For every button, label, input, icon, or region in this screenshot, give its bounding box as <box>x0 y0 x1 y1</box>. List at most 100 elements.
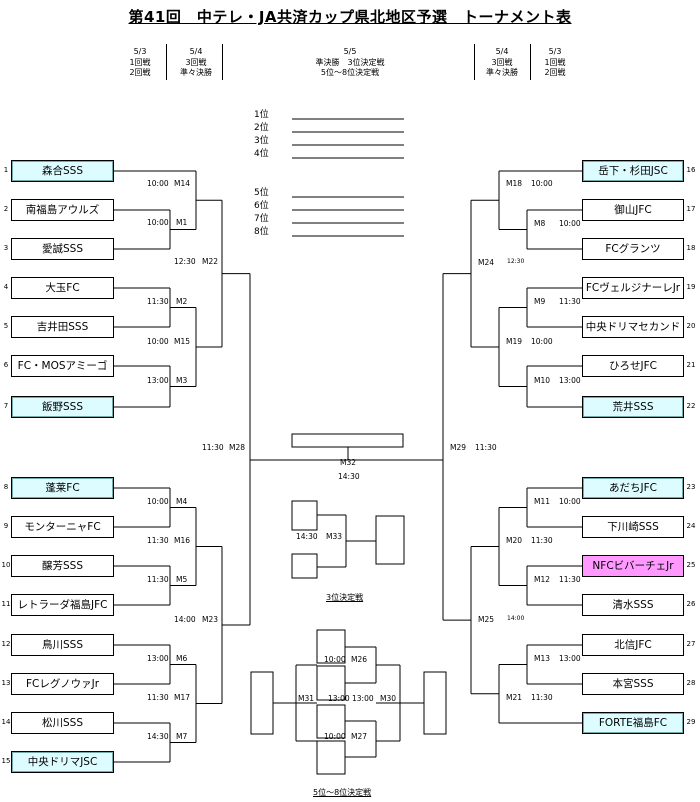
match-id: M12 <box>534 575 551 584</box>
match-time: 11:30 <box>531 693 553 702</box>
match-time: 10:00 <box>147 218 169 227</box>
match-id: M10 <box>534 376 551 385</box>
team-box: FCヴェルジナーレJr <box>582 277 684 299</box>
match-id: M8 <box>534 219 546 228</box>
team-box: レトラーダ福島JFC <box>11 594 114 616</box>
match-time: 10:00 <box>559 497 581 506</box>
match-id: M7 <box>176 732 188 741</box>
rank-label: 8位 <box>254 227 269 237</box>
match-time: 10:00 <box>147 497 169 506</box>
rank-label: 7位 <box>254 214 269 224</box>
team-box: 下川崎SSS <box>582 516 684 538</box>
team-box: 岳下・杉田JSC <box>582 160 684 182</box>
match-id: M11 <box>534 497 551 506</box>
team-box: 森合SSS <box>11 160 114 182</box>
team-box: 南福島アウルズ <box>11 199 114 221</box>
seed-number: 23 <box>686 483 696 491</box>
seed-number: 6 <box>3 361 9 369</box>
rank-label: 2位 <box>254 123 269 133</box>
match-id: M2 <box>176 297 188 306</box>
seed-number: 17 <box>686 205 696 213</box>
third-place-caption: 3位決定戦 <box>326 593 364 602</box>
match-time: 11:30 <box>531 536 553 545</box>
match-time: 10:00 <box>147 179 169 188</box>
team-box: 清水SSS <box>582 594 684 616</box>
fifth-eighth-caption: 5位～8位決定戦 <box>313 788 372 797</box>
team-box: 醸芳SSS <box>11 555 114 577</box>
match-id: M21 <box>506 693 523 702</box>
match-time: 10:00 <box>324 655 346 664</box>
seed-number: 8 <box>3 483 9 491</box>
team-box: 愛誠SSS <box>11 238 114 260</box>
match-time: 10:00 <box>531 337 553 346</box>
match-time: 10:00 <box>531 179 553 188</box>
match-time: 14:00 <box>507 615 525 622</box>
match-id: M17 <box>174 693 191 702</box>
match-time: 11:30 <box>147 575 169 584</box>
seed-number: 19 <box>686 283 696 291</box>
match-id: M29 <box>450 443 467 452</box>
match-id: M4 <box>176 497 188 506</box>
team-box: FCグランツ <box>582 238 684 260</box>
match-id: M18 <box>506 179 523 188</box>
seed-number: 3 <box>3 244 9 252</box>
match-time: 11:30 <box>475 443 497 452</box>
match-time: 14:00 <box>174 615 196 624</box>
placement-box <box>316 629 346 664</box>
team-box: 中央ドリマJSC <box>11 751 114 773</box>
page-title: 第41回 中テレ・JA共済カップ県北地区予選 トーナメント表 <box>128 8 572 26</box>
match-id: M32 <box>340 458 357 467</box>
seed-number: 11 <box>1 600 11 608</box>
team-box: 荒井SSS <box>582 396 684 418</box>
team-box: 飯野SSS <box>11 396 114 418</box>
match-id: M26 <box>351 655 368 664</box>
placement-box <box>316 740 346 775</box>
seed-number: 7 <box>3 402 9 410</box>
team-box: 蓬莱FC <box>11 477 114 499</box>
third-place-winner-box <box>375 515 405 565</box>
seed-number: 4 <box>3 283 9 291</box>
match-id: M20 <box>506 536 523 545</box>
match-id: M9 <box>534 297 546 306</box>
seed-number: 15 <box>1 757 11 765</box>
match-id: M16 <box>174 536 191 545</box>
match-time: 10:00 <box>559 219 581 228</box>
team-box: モンターニャFC <box>11 516 114 538</box>
match-id: M22 <box>202 257 219 266</box>
seed-number: 10 <box>1 561 11 569</box>
match-time: 13:00 <box>147 376 169 385</box>
seed-number: 22 <box>686 402 696 410</box>
seed-number: 26 <box>686 600 696 608</box>
match-time: 12:30 <box>174 257 196 266</box>
seed-number: 16 <box>686 166 696 174</box>
team-box: 大玉FC <box>11 277 114 299</box>
seed-number: 28 <box>686 679 696 687</box>
match-id: M24 <box>478 258 495 267</box>
final-winner-box <box>291 433 404 448</box>
seed-number: 18 <box>686 244 696 252</box>
rank-label: 4位 <box>254 149 269 159</box>
team-box: FCレグノウァJr <box>11 673 114 695</box>
match-id: M19 <box>506 337 523 346</box>
header-divider <box>166 44 167 80</box>
match-id: M14 <box>174 179 191 188</box>
third-place-box <box>291 553 318 579</box>
team-box: FORTE福島FC <box>582 712 684 734</box>
match-id: M28 <box>229 443 246 452</box>
rank-label: 3位 <box>254 136 269 146</box>
match-time: 10:00 <box>147 337 169 346</box>
placement-winner-box <box>423 671 447 735</box>
team-box: FC・MOSアミーゴ <box>11 355 114 377</box>
match-time: 13:00 <box>352 694 374 703</box>
team-box: 中央ドリマセカンド <box>582 316 684 338</box>
match-time: 14:30 <box>296 532 318 541</box>
match-time: 13:00 <box>559 654 581 663</box>
seed-number: 13 <box>1 679 11 687</box>
header-divider <box>474 44 475 80</box>
match-id: M5 <box>176 575 188 584</box>
seed-number: 9 <box>3 522 9 530</box>
match-time: 14:30 <box>338 472 360 481</box>
seed-number: 12 <box>1 640 11 648</box>
match-id: M25 <box>478 615 495 624</box>
